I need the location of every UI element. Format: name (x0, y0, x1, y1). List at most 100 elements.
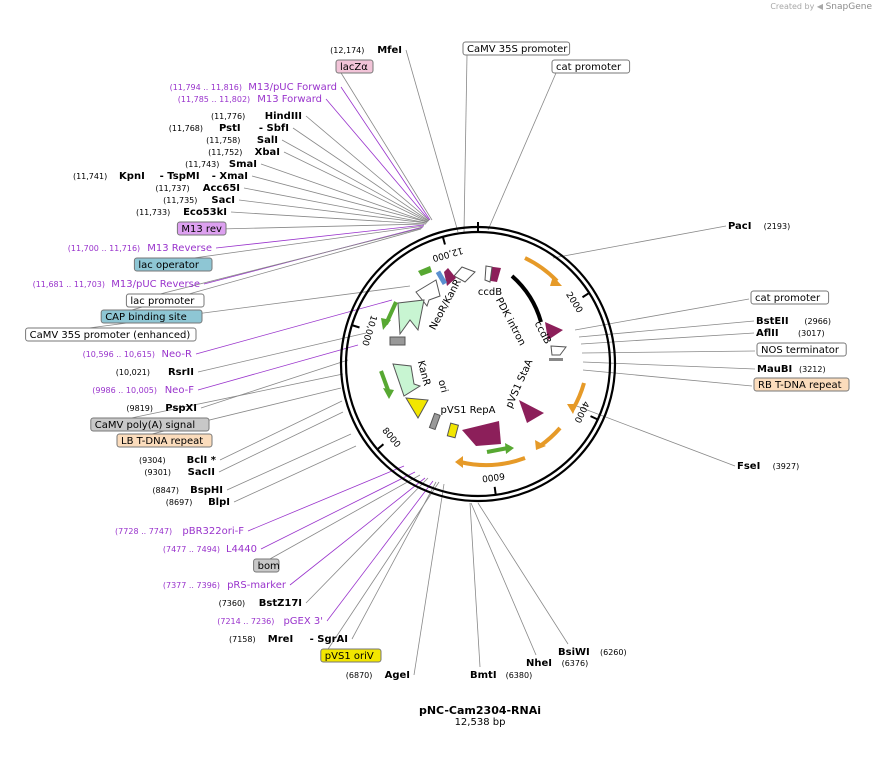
left-label-37-box (320, 648, 382, 663)
left-label-31-leader (260, 471, 416, 550)
left-label-2-leader (340, 86, 431, 221)
left-label-12-name-0: Eco53kI (183, 207, 227, 218)
left-label-23-pos: (9819) (126, 404, 153, 413)
feature-camv35s-arrow (415, 279, 441, 308)
left-label-21-leader (197, 332, 367, 373)
top-label-1-leader (487, 72, 557, 231)
right-label-6-text: RB T-DNA repeat (758, 380, 842, 391)
left-label-32-box (253, 558, 280, 573)
right-label-0-pos: (2193) (764, 222, 791, 231)
right-label-1-text: cat promoter (755, 293, 821, 304)
tick-label-4: 10,000 (359, 314, 378, 347)
tick-label-3: 8000 (379, 426, 402, 450)
left-label-35-name: pGEX 3' (283, 616, 323, 627)
top-label-0-box (462, 41, 571, 56)
feature-label-0: ccdB (478, 287, 502, 298)
left-label-5-pos: (11,768) (169, 124, 203, 133)
left-label-25-leader (118, 387, 342, 443)
feature-pvs1-oriv-block (446, 422, 460, 439)
left-label-33-pos: (7377 .. 7396) (163, 581, 220, 590)
left-label-12-pos: (11,733) (136, 208, 170, 217)
left-label-10-leader (243, 187, 428, 224)
feature-label-7: pVS1 StaA (504, 358, 535, 410)
left-label-24-box (90, 417, 210, 432)
tick-mark-4 (351, 324, 360, 329)
top-label-1-text: cat promoter (556, 62, 622, 73)
left-label-30-name: pBR322ori-F (182, 526, 244, 537)
feature-ccdb-arrow-right (545, 322, 563, 340)
backbone-inner-circle (344, 230, 612, 498)
left-label-30-leader (247, 465, 405, 532)
right-label-2-pos: (2966) (804, 317, 831, 326)
right-label-0-name: PacI (728, 221, 751, 232)
left-label-5-name-1: - SbfI (259, 123, 289, 134)
left-label-35-leader (326, 480, 434, 622)
plasmid-name: pNC-Cam2304-RNAi (418, 704, 542, 717)
left-label-12-leader (230, 211, 427, 225)
left-label-13-text: M13 rev (181, 224, 222, 235)
left-label-31-pos: (7477 .. 7494) (163, 545, 220, 554)
left-label-22-name: Neo-F (165, 385, 195, 396)
left-label-3-leader (325, 98, 430, 221)
left-label-5-leader (292, 127, 430, 222)
left-label-28-leader (226, 433, 352, 491)
left-label-36-name-0: MreI (268, 634, 293, 645)
left-label-33-leader (289, 477, 426, 586)
left-label-36-pos: (7158) (229, 635, 256, 644)
tick-mark-5 (441, 236, 446, 245)
bottom-label-1-pos: (6376) (562, 659, 589, 668)
feature-orange-arc-4 (459, 456, 526, 468)
feature-green-head-2 (381, 318, 391, 330)
left-label-3-name: M13 Forward (257, 94, 322, 105)
bottom-label-1-leader (470, 502, 537, 656)
feature-neor-kanr-arrow (397, 299, 425, 336)
backbone-ring (339, 225, 617, 503)
left-label-6-pos: (11,758) (206, 136, 240, 145)
left-label-9-name-2: - XmaI (212, 171, 248, 182)
left-label-16-name: M13/pUC Reverse (111, 279, 200, 290)
feature-label-4: KanR (415, 359, 432, 387)
left-label-20-pos: (10,596 .. 10,615) (83, 350, 155, 359)
left-label-9-name-1: - TspMI (160, 171, 200, 182)
left-label-21-name-0: RsrII (168, 367, 194, 378)
left-label-10-name-0: Acc65I (203, 183, 240, 194)
tick-mark-1 (590, 415, 599, 421)
feature-lac-promoter-arrow (453, 266, 476, 283)
right-label-7-pos: (3927) (773, 462, 800, 471)
left-label-38-name-0: AgeI (385, 670, 410, 681)
tick-label-5: 12,000 (431, 245, 464, 263)
right-label-1-box (750, 290, 830, 305)
tick-mark-3 (376, 443, 385, 451)
left-label-0-pos: (12,174) (330, 46, 364, 55)
top-label-1-box (551, 59, 631, 74)
left-label-27-pos: (9301) (144, 468, 171, 477)
tick-mark-2 (493, 486, 497, 495)
left-label-4-leader (305, 115, 430, 221)
top-label-0-text: CaMV 35S promoter (467, 44, 568, 55)
bottom-label-2-pos: (6380) (506, 671, 533, 680)
tick-label-2: 6000 (481, 470, 505, 483)
left-label-0-name-0: MfeI (377, 45, 402, 56)
right-label-6-box (753, 377, 850, 392)
left-label-22-leader (197, 344, 359, 391)
left-label-25-text: LB T-DNA repeat (121, 436, 203, 447)
left-label-3-pos: (11,785 .. 11,802) (178, 95, 250, 104)
left-label-13-box (176, 221, 227, 236)
right-label-7-name: FseI (737, 461, 760, 472)
feature-arrows (379, 256, 586, 468)
left-label-38-pos: (6870) (346, 671, 373, 680)
feature-lacz-arrow (444, 268, 456, 286)
left-label-27-name-0: SacII (188, 467, 215, 478)
left-label-29-name-0: BlpI (208, 497, 230, 508)
left-label-6-leader (281, 139, 429, 222)
left-label-9-pos: (11,741) (73, 172, 107, 181)
left-label-22-pos: (9986 .. 10,005) (92, 386, 157, 395)
left-label-16-pos: (11,681 .. 11,703) (33, 280, 105, 289)
feature-green-arrow-1 (418, 266, 432, 276)
left-label-17-leader (128, 227, 423, 303)
left-label-34-leader (305, 477, 429, 604)
left-label-15-box (133, 257, 213, 272)
feature-cat-promoter-arrow (484, 265, 493, 283)
feature-green-head-3 (383, 388, 394, 399)
